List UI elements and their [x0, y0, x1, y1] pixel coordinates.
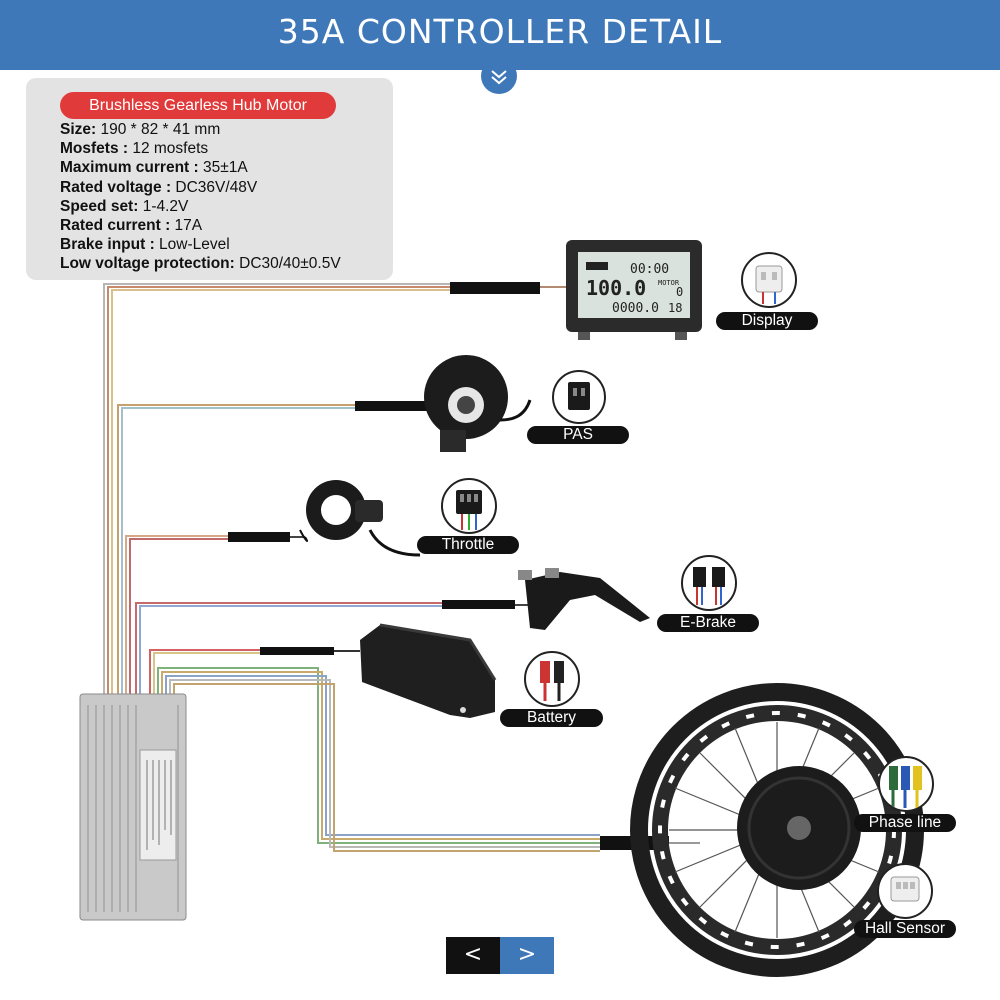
- throttle-connector-thumb: [441, 478, 497, 534]
- display-connector-thumb: [741, 252, 797, 308]
- spec-list: Size: 190 * 82 * 41 mm Mosfets : 12 mosf…: [60, 120, 341, 274]
- spec-item: Maximum current : 35±1A: [60, 159, 248, 177]
- display-label: Display: [716, 312, 818, 330]
- spec-item: Brake input : Low-Level: [60, 236, 230, 254]
- hall-connector-thumb: [877, 863, 933, 919]
- pas-connector: [355, 401, 428, 411]
- lcd-motor-label: MOTOR: [658, 279, 680, 287]
- controller-unit: [79, 693, 187, 921]
- battery-connector: [260, 647, 334, 655]
- pas-label: PAS: [527, 426, 629, 444]
- next-button[interactable]: >: [500, 937, 554, 974]
- ebrake-lever: [518, 568, 650, 630]
- throttle-label: Throttle: [417, 536, 519, 554]
- spec-item: Rated current : 17A: [60, 216, 203, 234]
- lcd-value-1: 0: [676, 285, 683, 299]
- phase-line-label: Phase line: [854, 814, 956, 832]
- lcd-odo: 0000.0: [612, 301, 659, 316]
- ebrake-connector: [442, 600, 515, 609]
- lcd-display: 00:00 100.0 MOTOR 0 0000.0 18: [566, 240, 702, 340]
- phase-connector-thumb: [878, 756, 934, 812]
- battery-connector-thumb: [524, 651, 580, 707]
- prev-button[interactable]: <: [446, 937, 500, 974]
- lcd-time: 00:00: [630, 262, 669, 277]
- pas-sensor: [424, 355, 532, 452]
- spec-badge: Brushless Gearless Hub Motor: [60, 92, 336, 119]
- spec-item: Size: 190 * 82 * 41 mm: [60, 121, 221, 138]
- hall-sensor-label: Hall Sensor: [854, 920, 956, 938]
- controller-label-sticker: [139, 749, 177, 861]
- wire-bundle: [103, 283, 700, 852]
- lcd-speed: 100.0: [586, 276, 646, 300]
- pas-connector-thumb: [552, 370, 606, 424]
- throttle-unit: [299, 480, 421, 557]
- spec-item: Speed set: 1-4.2V: [60, 197, 189, 215]
- ebrake-connector-thumb: [681, 555, 737, 611]
- chevron-down-icon[interactable]: [481, 58, 517, 94]
- spec-item: Mosfets : 12 mosfets: [60, 140, 209, 158]
- battery-label: Battery: [500, 709, 603, 727]
- ebrake-label: E-Brake: [657, 614, 759, 632]
- spec-item: Low voltage protection: DC30/40±0.5V: [60, 255, 341, 273]
- throttle-connector: [228, 532, 290, 542]
- page-title: 35A CONTROLLER DETAIL: [277, 12, 723, 51]
- battery-pack: [360, 623, 497, 718]
- spec-item: Rated voltage : DC36V/48V: [60, 178, 258, 196]
- display-connector: [450, 282, 540, 294]
- lcd-value-2: 18: [668, 301, 682, 315]
